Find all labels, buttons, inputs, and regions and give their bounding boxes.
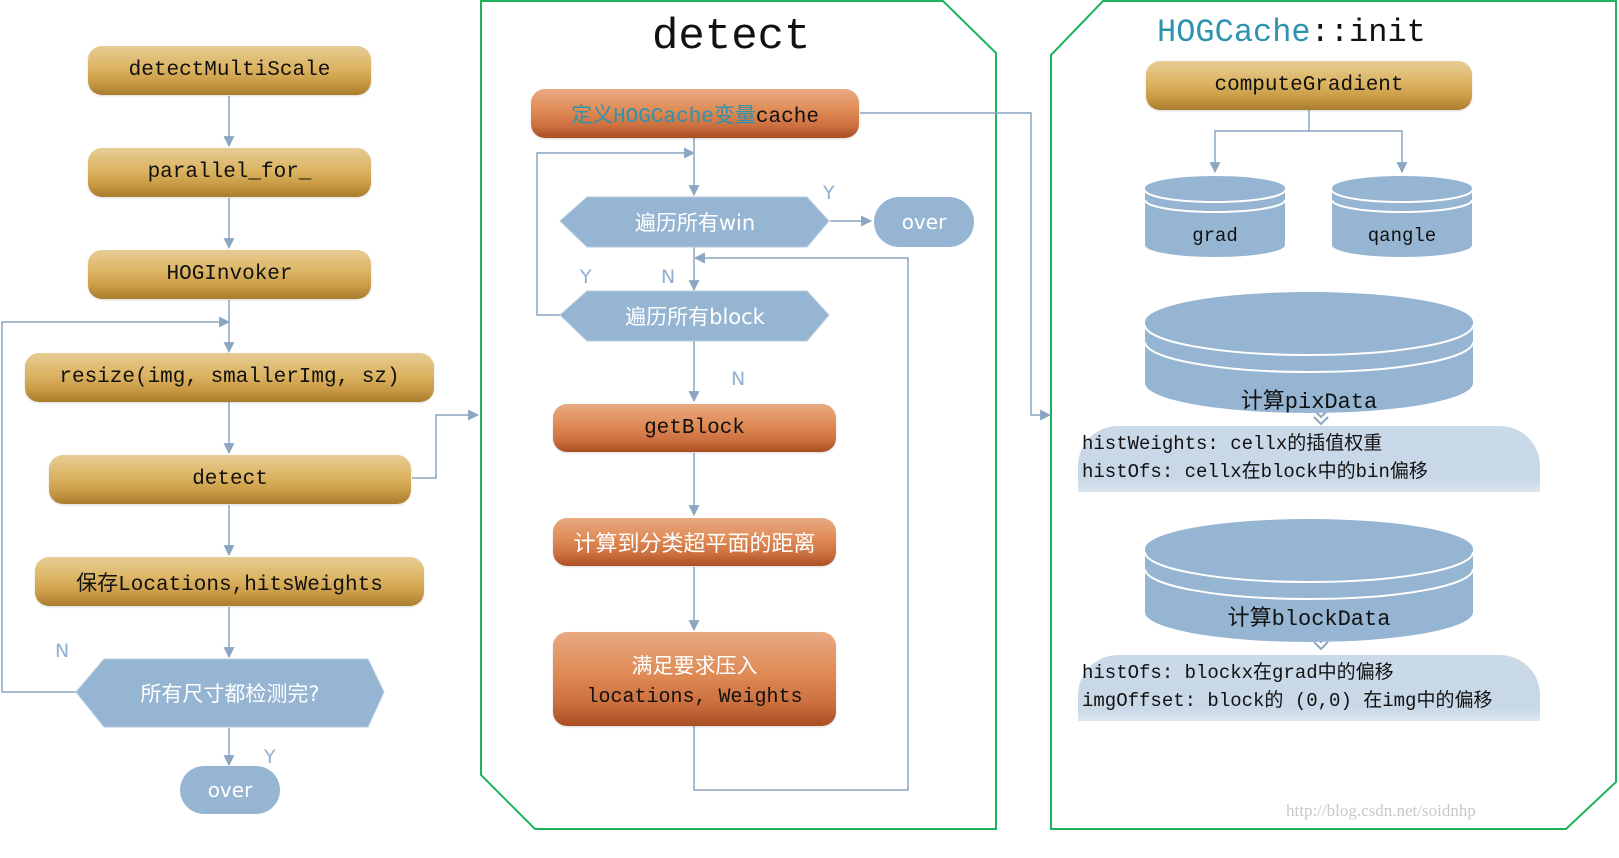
node-label-line2: locations, Weights xyxy=(586,685,803,709)
cache-to-hogcache-connector xyxy=(860,112,1052,421)
node-label: 遍历所有win xyxy=(634,211,756,235)
yes-label: Y xyxy=(264,746,276,768)
node-label: 所有尺寸都检测完? xyxy=(140,682,320,706)
decision-all-sizes-node[interactable]: 所有尺寸都检测完? xyxy=(76,659,384,727)
get-block-node[interactable]: getBlock xyxy=(553,404,836,452)
node-label: 保存Locations,hitsWeights xyxy=(76,573,383,597)
push-loop-connector xyxy=(693,252,909,791)
compute-gradient-node[interactable]: computeGradient xyxy=(1146,61,1472,110)
loop-block-node[interactable]: 遍历所有block xyxy=(560,291,830,341)
detect-node[interactable]: detect xyxy=(49,455,411,504)
blockdata-note: histOfs: blockx在grad中的偏移 imgOffset: bloc… xyxy=(1078,655,1540,721)
node-label: over xyxy=(207,778,253,802)
detect-multi-scale-node[interactable]: detectMultiScale xyxy=(88,46,371,95)
hogcache-panel-title: HOGCache::init xyxy=(1157,14,1426,51)
decision-all-sizes-shape xyxy=(75,658,385,728)
detect-to-panel-connector xyxy=(412,409,480,479)
win-yes-label: Y xyxy=(823,182,835,204)
gradient-split-connector xyxy=(1309,130,1408,174)
double-chevron-icon xyxy=(1313,416,1329,426)
node-label: getBlock xyxy=(644,416,745,440)
note-line: imgOffset: block的 (0,0) 在img中的偏移 xyxy=(1082,690,1493,712)
loop-win-shape xyxy=(559,196,830,248)
parallel-for-node[interactable]: parallel_for_ xyxy=(88,148,371,197)
save-locations-node[interactable]: 保存Locations,hitsWeights xyxy=(35,557,424,606)
push-result-node[interactable]: 满足要求压入 locations, Weights xyxy=(553,632,836,726)
node-label: HOGInvoker xyxy=(166,263,293,286)
node-label: 遍历所有block xyxy=(625,305,765,329)
node-label-line1: 满足要求压入 xyxy=(631,653,758,678)
blockdata-cylinder xyxy=(1144,519,1474,642)
block-yes-loop-connector xyxy=(536,147,696,316)
node-label: computeGradient xyxy=(1214,74,1404,97)
hogcache-panel-border xyxy=(1050,0,1617,830)
note-line: histWeights: cellx的插值权重 xyxy=(1082,433,1383,455)
over-node[interactable]: over xyxy=(180,766,280,814)
double-chevron-icon xyxy=(1313,641,1329,651)
define-cache-label: 定义HOGCache变量cache xyxy=(571,102,819,129)
grad-cylinder xyxy=(1144,176,1286,257)
node-label: 计算到分类超平面的距离 xyxy=(573,532,816,557)
getblock-no-label: N xyxy=(731,368,746,390)
node-label: detect xyxy=(192,468,268,491)
loop-back-connector xyxy=(1,316,231,693)
loop-win-node[interactable]: 遍历所有win xyxy=(560,197,830,247)
node-label: resize(img, smallerImg, sz) xyxy=(59,366,400,389)
qangle-cylinder xyxy=(1331,176,1473,257)
blockdata-label: 计算blockData xyxy=(1227,606,1391,632)
node-label: parallel_for_ xyxy=(147,161,312,184)
resize-node[interactable]: resize(img, smallerImg, sz) xyxy=(25,353,434,402)
watermark: http://blog.csdn.net/soidnhp xyxy=(1286,801,1476,820)
no-label: N xyxy=(55,640,70,662)
pixdata-label: 计算pixData xyxy=(1240,389,1378,415)
note-line: histOfs: cellx在block中的bin偏移 xyxy=(1082,461,1428,483)
node-label: detectMultiScale xyxy=(128,59,331,82)
block-yes-label: Y xyxy=(580,266,592,288)
detect-panel-border xyxy=(480,0,997,830)
pixdata-note: histWeights: cellx的插值权重 histOfs: cellx在b… xyxy=(1078,426,1540,492)
grad-label: grad xyxy=(1192,225,1238,247)
qangle-label: qangle xyxy=(1367,225,1437,247)
node-label: over xyxy=(901,210,947,234)
hog-invoker-node[interactable]: HOGInvoker xyxy=(88,250,371,299)
pixdata-cylinder xyxy=(1144,292,1474,413)
gradient-split-connector xyxy=(1209,110,1310,174)
block-no-label: N xyxy=(661,266,676,288)
note-line: histOfs: blockx在grad中的偏移 xyxy=(1082,662,1394,684)
compute-distance-node[interactable]: 计算到分类超平面的距离 xyxy=(553,518,836,566)
detect-over-node[interactable]: over xyxy=(874,197,974,247)
detect-panel-title: detect xyxy=(652,12,811,62)
define-cache-node[interactable]: 定义HOGCache变量cache xyxy=(531,89,859,138)
loop-block-shape xyxy=(559,290,830,342)
